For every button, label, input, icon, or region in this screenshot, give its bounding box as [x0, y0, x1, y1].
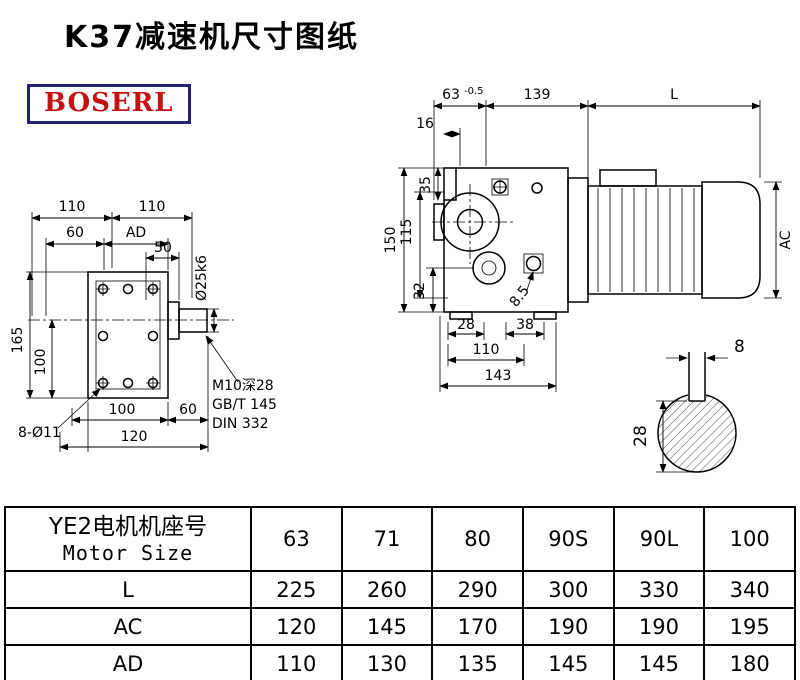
table-row-AC: AC 120 145 170 190 190 195 [4, 607, 796, 646]
table-header-row: YE2电机机座号 Motor Size 63 71 80 90S 90L 100 [4, 506, 796, 572]
row-label-AD: AD [4, 644, 252, 680]
front-view: 63 -0.5 139 L 16 150 115 35 32 [383, 86, 794, 392]
dim-110-left: 110 [59, 199, 86, 215]
row-label-AC: AC [4, 607, 252, 646]
size-col-90L: 90L [612, 506, 706, 572]
dim-28: 28 [457, 317, 475, 333]
dim-bolt-holes: 8-Ø11 [18, 425, 61, 441]
dim-139: 139 [524, 87, 551, 103]
table-cell: 130 [340, 644, 434, 680]
technical-drawing: 110 110 60 AD 50 Ø25k6 [10, 86, 794, 473]
page-title: K37减速机尺寸图纸 [64, 20, 359, 55]
dim-115: 115 [399, 219, 415, 246]
dim-150: 150 [383, 227, 399, 254]
brand-logo: BOSERL [27, 84, 191, 124]
dim-63-tolerance: -0.5 [464, 86, 484, 97]
motor-size-label-cn: YE2电机机座号 [48, 513, 208, 540]
table-cell: 180 [703, 644, 796, 680]
note-tapped-hole: M10深28 [212, 378, 274, 394]
dim-38: 38 [516, 317, 534, 333]
dim-keyway-width: 8 [734, 337, 745, 357]
motor-size-label-en: Motor Size [62, 541, 194, 566]
table-cell: 110 [250, 644, 343, 680]
dim-60-bottom: 60 [179, 402, 197, 418]
dim-35: 35 [418, 176, 434, 194]
table-cell: 145 [521, 644, 615, 680]
size-col-71: 71 [340, 506, 434, 572]
size-col-90S: 90S [521, 506, 615, 572]
dim-8-5: 8.5 [507, 283, 533, 310]
dim-143: 143 [485, 368, 512, 384]
table-cell: 260 [340, 570, 434, 609]
table-cell: 300 [521, 570, 615, 609]
table-cell: 145 [340, 607, 434, 646]
dim-165: 165 [10, 327, 26, 354]
size-col-100: 100 [703, 506, 796, 572]
table-cell: 135 [431, 644, 524, 680]
dim-32: 32 [412, 282, 428, 300]
dim-110-right: 110 [139, 199, 166, 215]
fan-cowl [701, 181, 761, 299]
dim-60: 60 [66, 225, 84, 241]
output-shaft [178, 308, 208, 333]
size-col-80: 80 [431, 506, 524, 572]
gearbox-side-outline [87, 271, 208, 399]
table-cell: 190 [612, 607, 706, 646]
left-view-dimensions: 110 110 60 AD 50 Ø25k6 [10, 199, 219, 452]
motor-outline [567, 169, 761, 303]
shaft-section-view: 8 28 [631, 337, 745, 473]
table-cell: 340 [703, 570, 796, 609]
table-row-L: L 225 260 290 300 330 340 [4, 570, 796, 609]
dim-AC: AC [778, 230, 794, 249]
motor-size-header-cell: YE2电机机座号 Motor Size [4, 506, 252, 572]
terminal-box [599, 169, 657, 187]
motor-size-table: YE2电机机座号 Motor Size 63 71 80 90S 90L 100… [4, 506, 796, 680]
dim-16: 16 [416, 116, 434, 132]
dim-120: 120 [121, 429, 148, 445]
dim-L: L [670, 87, 678, 103]
table-cell: 145 [612, 644, 706, 680]
dim-63: 63 [442, 87, 460, 103]
dim-50: 50 [154, 240, 172, 256]
table-cell: 195 [703, 607, 796, 646]
dim-keyway-height: 28 [631, 425, 651, 447]
dim-100-bottom: 100 [109, 402, 136, 418]
motor-body [587, 185, 703, 295]
brand-logo-text: BOSERL [44, 88, 174, 118]
dim-shaft-diameter: Ø25k6 [194, 255, 210, 301]
output-shaft-step [167, 301, 180, 340]
shaft-section-circle [657, 393, 737, 473]
table-row-AD: AD 110 130 135 145 145 180 [4, 644, 796, 680]
table-cell: 330 [612, 570, 706, 609]
table-cell: 225 [250, 570, 343, 609]
left-view-notes: M10深28 GB/T 145 DIN 332 [205, 335, 277, 432]
table-cell: 120 [250, 607, 343, 646]
dim-100-height: 100 [33, 349, 49, 376]
table-cell: 290 [431, 570, 524, 609]
table-cell: 170 [431, 607, 524, 646]
motor-flange [567, 177, 589, 303]
note-din-standard: DIN 332 [212, 416, 269, 432]
note-gbt-standard: GB/T 145 [212, 397, 277, 413]
dim-110-front: 110 [473, 342, 500, 358]
size-col-63: 63 [250, 506, 343, 572]
row-label-L: L [4, 570, 252, 609]
left-view: 110 110 60 AD 50 Ø25k6 [10, 199, 277, 452]
front-view-dimensions: 63 -0.5 139 L 16 150 115 35 32 [383, 86, 794, 392]
table-cell: 190 [521, 607, 615, 646]
dim-AD: AD [126, 225, 146, 241]
gearbox-front-outline [432, 167, 569, 320]
